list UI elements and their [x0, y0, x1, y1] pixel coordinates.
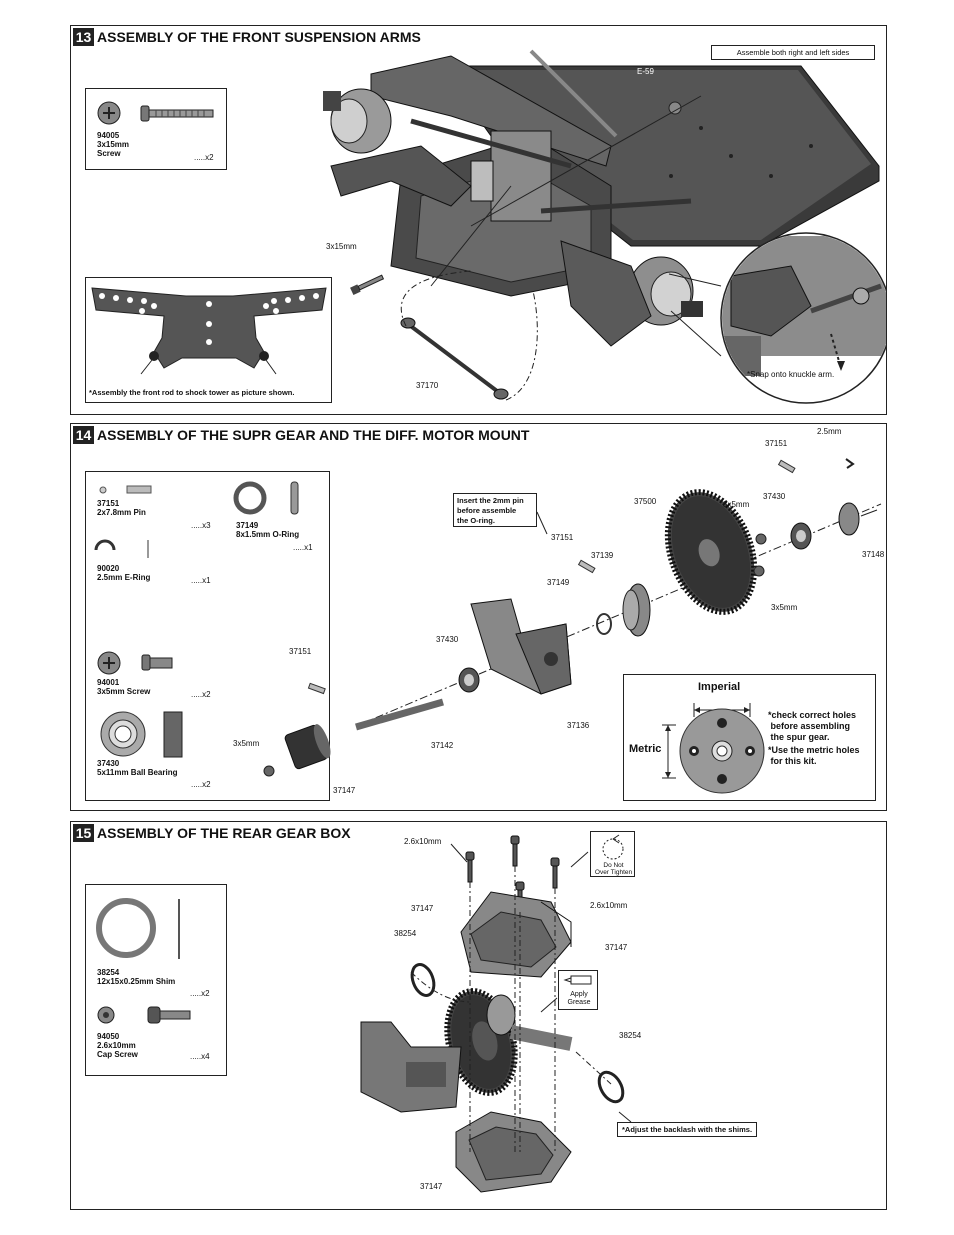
step-number: 14 [73, 426, 94, 444]
check-holes-note: *check correct holes before assembling t… [768, 710, 860, 766]
label-3x5-right: 3x5mm [771, 603, 798, 612]
front-suspension-illustration [323, 49, 886, 404]
label-37151-mid: 37151 [551, 533, 574, 542]
label-37148: 37148 [862, 550, 885, 559]
shim-code: 38254 [97, 968, 120, 977]
part-name: Screw [97, 149, 121, 158]
apply-text: Apply [570, 991, 588, 998]
tower-note: *Assembly the front rod to shock tower a… [89, 388, 295, 397]
oring-code: 37149 [236, 521, 259, 530]
label-2-5mm: 2.5mm [817, 427, 842, 436]
label-2-6x10-right: 2.6x10mm [590, 901, 628, 910]
screw-illustration [97, 101, 214, 125]
cap-size: 2.6x10mm [97, 1041, 136, 1050]
label-37149: 37149 [547, 578, 570, 587]
label-37170: 37170 [416, 381, 439, 390]
part-qty: .....x2 [194, 153, 214, 162]
parts-box-step15: 38254 12x15x0.25mm Shim .....x2 94050 2.… [85, 884, 227, 1076]
step-13-section: 13 ASSEMBLY OF THE FRONT SUSPENSION ARMS… [70, 25, 887, 415]
parts-illustration [94, 481, 299, 758]
metric-label: Metric [629, 743, 662, 755]
label-3x5-top: 3x5mm [723, 500, 750, 509]
pin-qty: .....x3 [191, 521, 211, 530]
part-size: 3x15mm [97, 140, 130, 149]
oring-qty: .....x1 [293, 543, 313, 552]
insert-pin-note: Insert the 2mm pin before assemble the O… [453, 493, 537, 527]
snap-note: *Snap onto knuckle arm. [747, 370, 835, 379]
do-not-text: Do Not [603, 862, 624, 869]
step-title: ASSEMBLY OF THE FRONT SUSPENSION ARMS [97, 29, 421, 45]
hole-diagram-box: Imperial Metric *check correct holes bef… [623, 674, 876, 801]
shock-tower-illustration [91, 287, 327, 375]
grease-tube-icon [563, 975, 592, 985]
grease-text: Grease [567, 999, 591, 1006]
cap-name: Cap Screw [97, 1050, 138, 1059]
imperial-label: Imperial [698, 681, 741, 693]
label-3x5-left: 3x5mm [233, 739, 260, 748]
spur-gear-illustration [263, 458, 882, 777]
backlash-note: *Adjust the backlash with the shims. [617, 1122, 758, 1137]
screw-code: 94001 [97, 678, 120, 687]
bearing-code: 37430 [97, 759, 120, 768]
bearing-name: 5x11mm Ball Bearing [97, 768, 178, 777]
step-number: 15 [73, 824, 94, 842]
do-not-overtighten-tag: Do Not Over Tighten [590, 831, 635, 877]
step-15-section: 15 ASSEMBLY OF THE REAR GEAR BOX 38254 1… [70, 821, 887, 1210]
ering-qty: .....x1 [191, 576, 211, 585]
label-37430-mid: 37430 [436, 635, 459, 644]
step-title: ASSEMBLY OF THE SUPR GEAR AND THE DIFF. … [97, 427, 530, 443]
part-code: 94005 [97, 131, 120, 140]
step-title: ASSEMBLY OF THE REAR GEAR BOX [97, 825, 351, 841]
label-37142: 37142 [431, 741, 454, 750]
shock-tower-box: *Assembly the front rod to shock tower a… [85, 277, 332, 403]
rear-gearbox-illustration [360, 835, 632, 1193]
cap-qty: .....x4 [190, 1052, 210, 1061]
step-number: 13 [73, 28, 94, 46]
label-37147-b: 37147 [605, 943, 628, 952]
label-37147-c: 37147 [420, 1182, 443, 1191]
assemble-sides-note: Assemble both right and left sides [711, 45, 875, 60]
label-screw-3x15: 3x15mm [326, 242, 357, 251]
shim-name: 12x15x0.25mm Shim [97, 977, 176, 986]
hole-pattern-illustration [662, 703, 765, 794]
cap-code: 94050 [97, 1032, 120, 1041]
screw-name: 3x5mm Screw [97, 687, 151, 696]
label-2-6x10-top: 2.6x10mm [404, 837, 442, 846]
label-37147-a: 37147 [411, 904, 434, 913]
label-38254-b: 38254 [619, 1031, 642, 1040]
label-37151-top: 37151 [765, 439, 788, 448]
screw-qty: .....x2 [191, 690, 211, 699]
label-37151-left: 37151 [289, 647, 312, 656]
torque-icon [602, 834, 624, 860]
over-tighten-text: Over Tighten [594, 869, 633, 876]
label-38254-a: 38254 [394, 929, 417, 938]
ering-code: 90020 [97, 564, 120, 573]
bearing-qty: .....x2 [191, 780, 211, 789]
shim-qty: .....x2 [190, 989, 210, 998]
pin-name: 2x7.8mm Pin [97, 508, 146, 517]
label-37430-top: 37430 [763, 492, 786, 501]
parts-box-screw: 94005 3x15mm Screw .....x2 [85, 88, 227, 170]
label-37500: 37500 [634, 497, 657, 506]
label-37139: 37139 [591, 551, 614, 560]
step-14-section: 14 ASSEMBLY OF THE SUPR GEAR AND THE DIF… [70, 423, 887, 811]
label-e59: E-59 [637, 67, 654, 76]
parts-illustration [96, 898, 191, 1024]
pin-code: 37151 [97, 499, 120, 508]
oring-name: 8x1.5mm O-Ring [236, 530, 300, 539]
apply-grease-tag: Apply Grease [558, 970, 598, 1010]
label-37136: 37136 [567, 721, 590, 730]
ering-name: 2.5mm E-Ring [97, 573, 151, 582]
label-37147: 37147 [333, 786, 356, 795]
